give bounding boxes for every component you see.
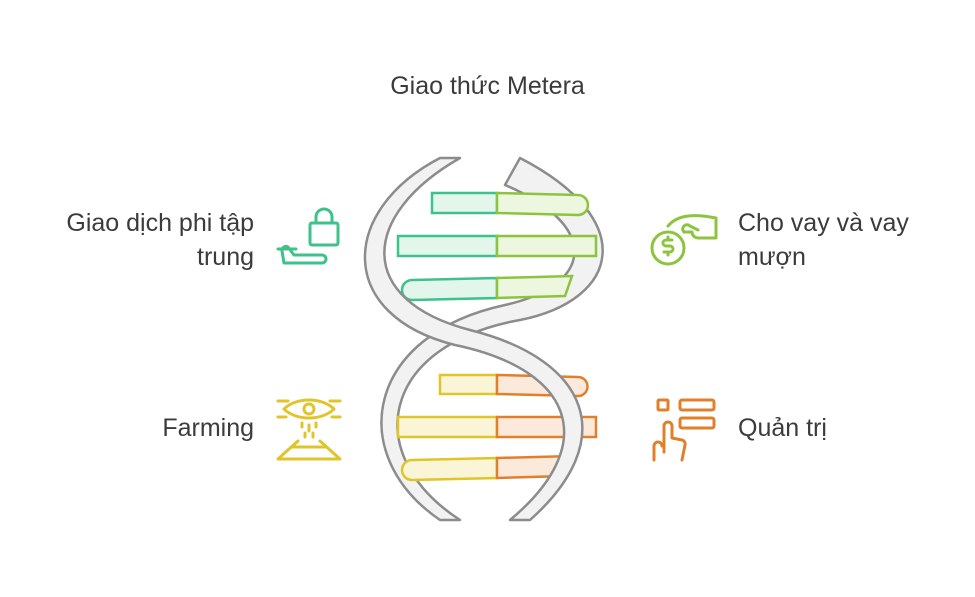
- diagram-title: Giao thức Metera: [390, 72, 585, 100]
- governance-touch-icon: [652, 398, 716, 462]
- farming-eye-icon: [276, 398, 342, 461]
- lock-hand-icon: [276, 207, 340, 265]
- label-governance: Quản trị: [738, 411, 958, 445]
- label-lending-borrowing: Cho vay và vay mượn: [738, 206, 958, 274]
- label-line: mượn: [738, 243, 806, 271]
- label-line: Cho vay và vay: [738, 209, 909, 237]
- label-line: Quản trị: [738, 414, 827, 442]
- label-decentralized-exchange: Giao dịch phi tập trung: [20, 206, 254, 274]
- label-farming: Farming: [20, 411, 254, 445]
- helix-front-strand: [363, 156, 584, 522]
- label-line: Farming: [162, 414, 254, 442]
- label-line: trung: [197, 243, 254, 271]
- label-line: Giao dịch phi tập: [66, 209, 254, 237]
- coin-hand-icon: [650, 214, 718, 266]
- top-rungs: [396, 191, 598, 302]
